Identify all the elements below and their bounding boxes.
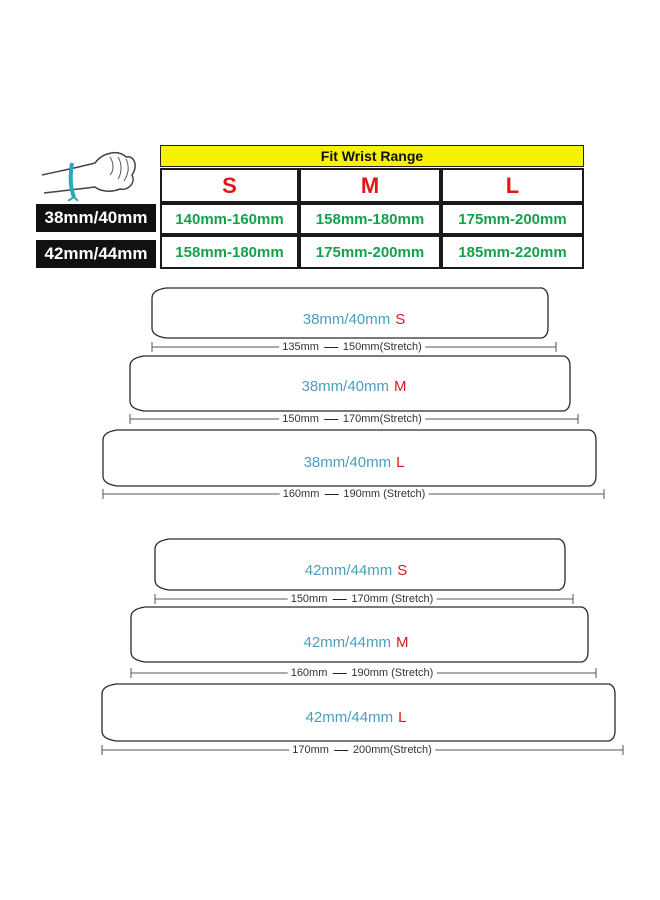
range-text: 185mm-220mm: [458, 243, 567, 261]
range-text: 158mm-180mm: [175, 243, 284, 261]
row-label-42-44: 42mm/44mm: [36, 240, 156, 268]
hand-wrist-measure-icon: [41, 151, 136, 201]
range-cell: 140mm-160mm: [160, 203, 299, 235]
size-header-s: S: [160, 168, 299, 203]
range-text: 175mm-200mm: [315, 243, 425, 261]
band-outline: [101, 683, 616, 742]
size-header-l: L: [441, 168, 584, 203]
size-letter: S: [222, 172, 237, 198]
size-letter: L: [505, 172, 520, 198]
band-outline: [130, 606, 589, 663]
range-cell: 158mm-180mm: [299, 203, 441, 235]
range-cell: 175mm-200mm: [299, 235, 441, 269]
band-outline: [129, 355, 571, 412]
fit-wrist-range-header: Fit Wrist Range: [160, 145, 584, 167]
range-cell: 175mm-200mm: [441, 203, 584, 235]
range-cell: 158mm-180mm: [160, 235, 299, 269]
row-label-38-40: 38mm/40mm: [36, 204, 156, 232]
band-outline: [154, 538, 566, 591]
size-letter: M: [360, 172, 380, 198]
band-outline: [102, 429, 597, 487]
band-outline: [151, 287, 549, 339]
range-cell: 185mm-220mm: [441, 235, 584, 269]
size-header-m: M: [299, 168, 441, 203]
range-text: 140mm-160mm: [175, 210, 284, 228]
range-text: 158mm-180mm: [315, 210, 425, 228]
range-text: 175mm-200mm: [458, 210, 567, 228]
